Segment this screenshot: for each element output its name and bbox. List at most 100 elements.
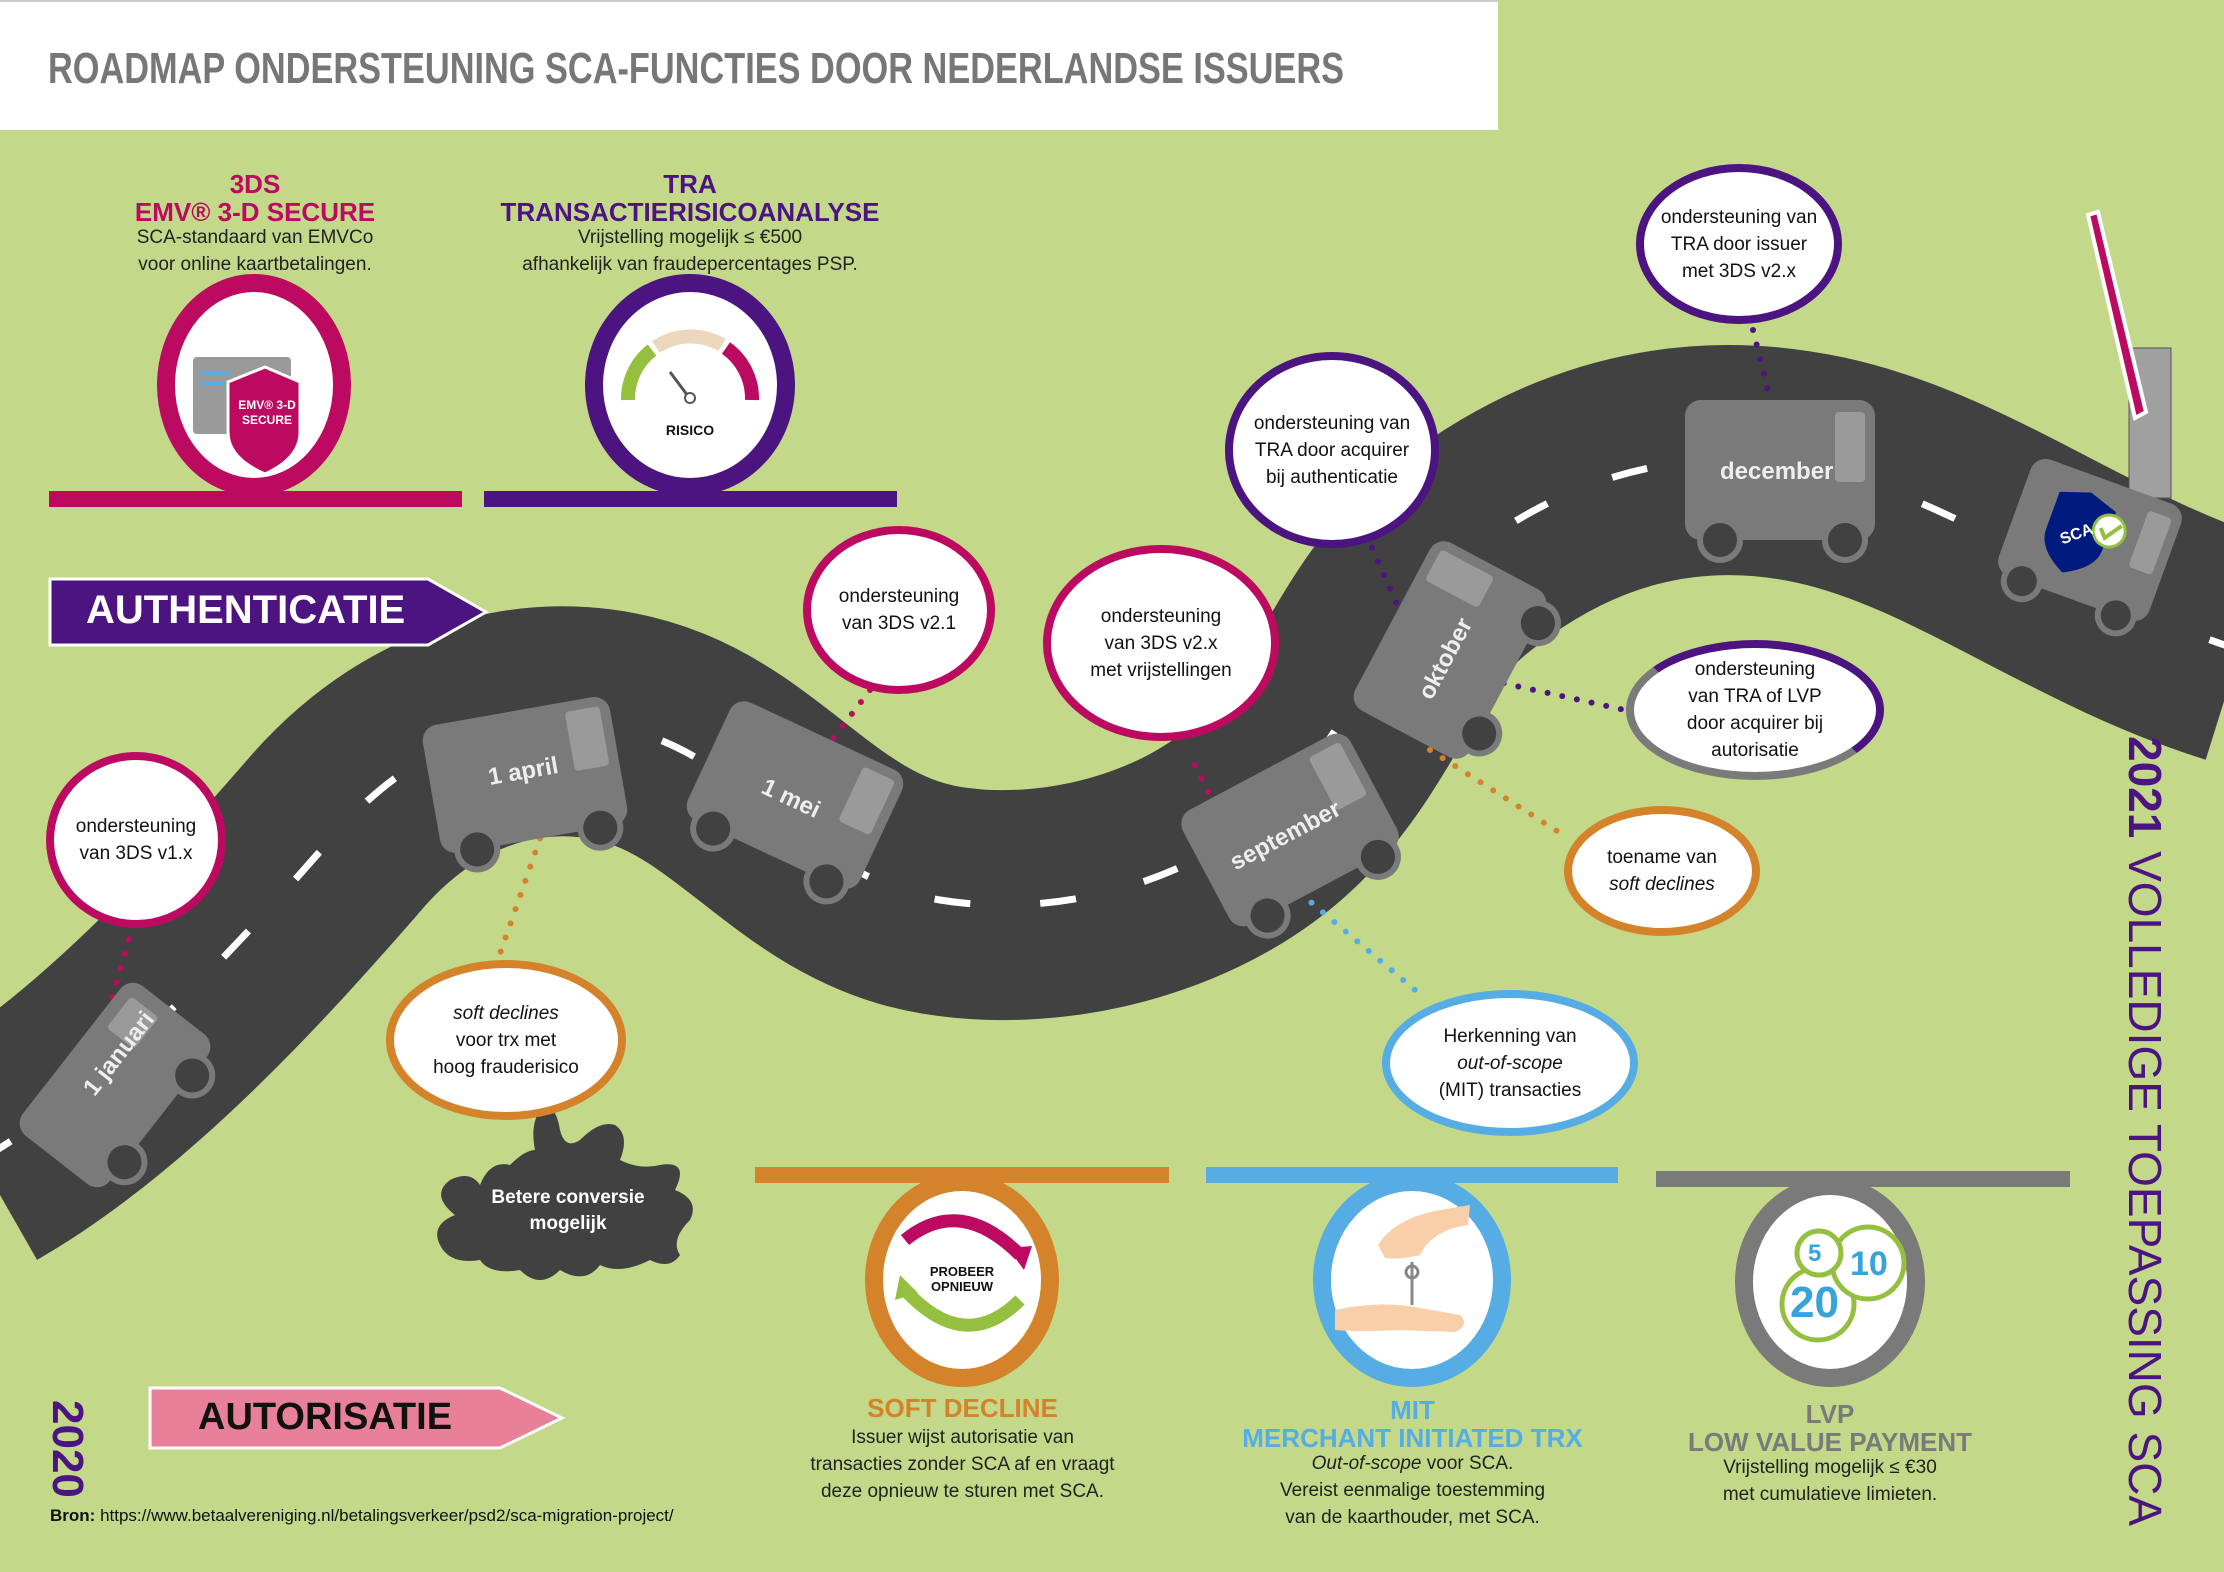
coin-20-label: 20 [1790,1278,1839,1327]
tra-description: Vrijstelling mogelijk ≤ €500 afhankelijk… [470,224,910,278]
mit-description: Out-of-scope voor SCA. Vereist eenmalige… [1205,1450,1620,1531]
title-band [0,0,1498,130]
retry-arrow-magenta [900,1214,1025,1260]
bubble-line: hoog frauderisico [433,1056,579,1078]
shield-icon [226,365,302,476]
coin-5-label: 5 [1808,1240,1822,1267]
mit-abbr: MIT [1390,1395,1435,1425]
mit-heading: MIT MERCHANT INITIATED TRX [1205,1396,1620,1452]
desc-line: voor online kaartbetalingen. [138,254,372,275]
milestone-toename-soft-declines: toename van soft declines [1564,806,1760,936]
hand-bottom-icon [1335,1304,1464,1332]
bubble-line: ondersteuning [1100,605,1222,627]
gauge-red-arc [721,342,759,401]
splat-text: Betere conversie mogelijk [468,1185,668,1237]
tra-abbr: TRA [663,169,717,199]
van-sca-final [1998,458,2182,637]
desc-line: Issuer wijst autorisatie van [851,1427,1074,1448]
shield-label-line: SECURE [241,413,292,427]
bubble-line: met 3DS v2.x [1681,260,1797,282]
desc-line: afhankelijk van fraudepercentages PSP. [522,254,858,275]
year-2020: 2020 [43,1400,92,1498]
bubble-line: door acquirer bij [1686,713,1824,734]
source-line: Bron: https://www.betaalvereniging.nl/be… [50,1506,674,1526]
van-september [1181,733,1401,939]
splat-line: mogelijk [529,1213,607,1234]
desc-line: van de kaarthouder, met SCA. [1285,1507,1540,1528]
bubble-line: ondersteuning [75,816,197,837]
oil-splat [437,1107,693,1280]
van-oktober [1353,541,1561,759]
lvp-heading: LVP LOW VALUE PAYMENT [1660,1400,2000,1456]
autorisatie-sign [148,1386,566,1450]
tra-name: TRANSACTIERISICOANALYSE [500,197,880,227]
gauge-green-arc [620,344,657,401]
page-title: ROADMAP ONDERSTEUNING SCA-FUNCTIES DOOR … [48,44,1345,93]
lvp-name: LOW VALUE PAYMENT [1687,1427,1973,1457]
sca-shield-icon [2044,491,2117,573]
retry-arrowhead [895,1275,918,1300]
splat-line: Betere conversie [491,1187,645,1208]
check-icon [2091,513,2127,549]
coin-5 [1794,1228,1844,1278]
lvp-description: Vrijstelling mogelijk ≤ €30 met cumulati… [1660,1454,2000,1508]
desc-italic: Out-of-scope [1311,1453,1422,1474]
desc-line: SCA-standaard van EMVCo [136,227,374,248]
3ds-bar [49,491,462,507]
3ds-abbr: 3DS [229,169,281,199]
tra-heading: TRA TRANSACTIERISICOANALYSE [470,170,910,226]
bubble-line: toename van [1607,847,1717,868]
desc-line: deze opnieuw te sturen met SCA. [820,1481,1105,1502]
bubble-line: van 3DS v2.1 [841,613,957,634]
retry-arrow-green [900,1285,1025,1332]
bubble-line: van 3DS v1.x [79,843,193,864]
lvp-bar [1656,1171,2070,1187]
soft-decline-description: Issuer wijst autorisatie van transacties… [770,1424,1155,1505]
mit-name: MERCHANT INITIATED TRX [1242,1423,1583,1453]
gauge-pivot [684,392,696,404]
van-label-december: december [1720,458,1834,485]
hand-top-icon [1378,1205,1470,1259]
shield-label-line: EMV® 3-D [238,398,296,412]
authenticatie-sign [48,577,490,647]
bubble-line: met vrijstellingen [1090,659,1232,681]
bubble-line: autorisatie [1711,740,1799,761]
bubble-line: (MIT) transacties [1438,1079,1582,1101]
bubble-line: bij authenticatie [1265,466,1399,488]
year-2021: 2021 [2119,736,2171,839]
desc-line: Vereist eenmalige toestemming [1279,1480,1546,1501]
3ds-description: SCA-standaard van EMVCo voor online kaar… [80,224,430,278]
desc-line: transacties zonder SCA af en vraagt [810,1454,1115,1475]
autorisatie-label: AUTORISATIE [198,1396,453,1438]
bubble-line: soft declines [1609,874,1715,895]
source-link[interactable]: https://www.betaalvereniging.nl/betaling… [100,1506,674,1525]
van-1-januari [19,982,216,1188]
desc-line: Vrijstelling mogelijk ≤ €30 [1723,1457,1937,1478]
retry-label: PROBEER OPNIEUW [920,1264,1004,1294]
coin-10-label: 10 [1850,1245,1888,1283]
source-label: Bron: [50,1506,96,1525]
3ds-heading: 3DS EMV® 3-D SECURE [100,170,410,226]
gauge-needle [668,371,690,397]
3ds-name: EMV® 3-D SECURE [134,197,376,227]
authenticatie-label: AUTHENTICATIE [86,588,406,632]
bubble-line: out-of-scope [1457,1052,1563,1074]
key-ring [1404,1264,1420,1280]
bubble-line: ondersteuning van [1253,412,1411,434]
full-sca-label: VOLLEDIGE TOEPASSING SCA [2119,838,2171,1527]
tra-bar [484,491,897,507]
bubble-line: Herkenning van [1443,1025,1577,1047]
desc-line: met cumulatieve limieten. [1722,1484,1938,1505]
tra-circle [585,274,795,496]
card-line [200,372,232,375]
van-1-mei [686,701,904,905]
gauge-beige-arc [652,329,726,353]
desc-line: voor SCA. [1421,1453,1514,1474]
